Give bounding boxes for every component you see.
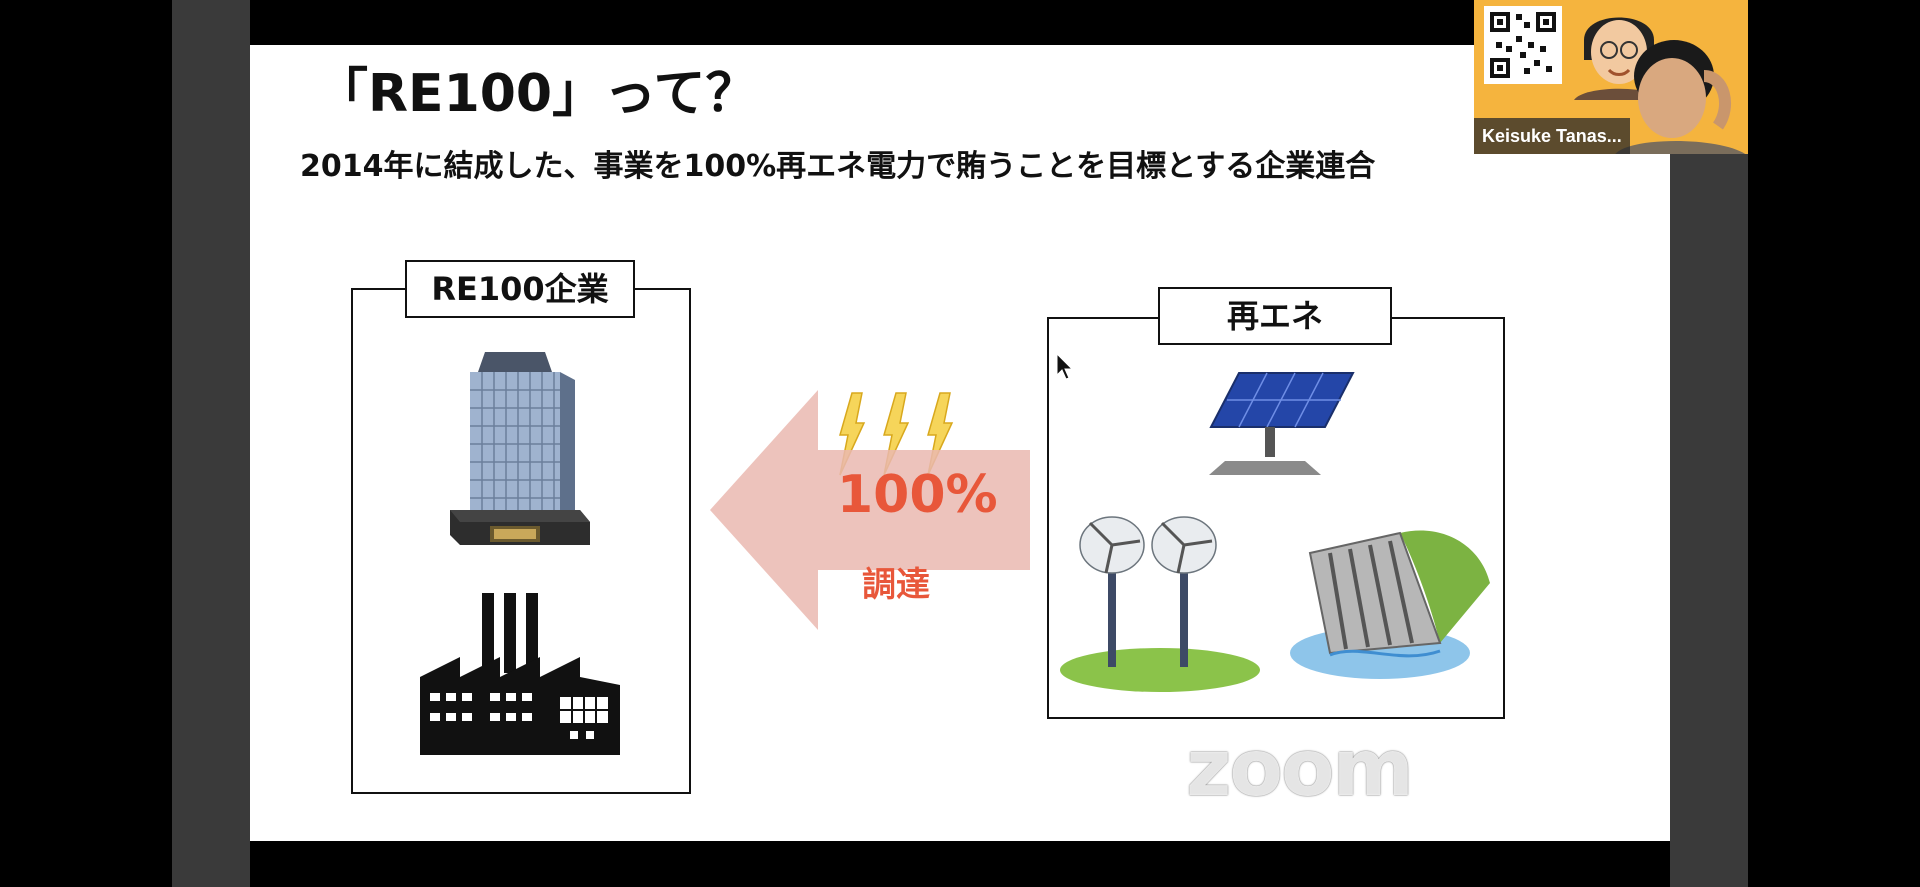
dam-icon [1290,530,1490,679]
participant-name: Keisuke Tanas... [1474,118,1630,154]
wind-turbine-icon [1060,516,1260,692]
office-building-icon [450,352,590,545]
renewable-energy-label: 再エネ [1158,287,1392,345]
zoom-watermark: zoom [1186,724,1414,814]
percent-label: 100% [837,465,998,525]
camera-person [1615,40,1745,154]
procurement-label: 調達 [862,565,930,605]
solar-panel-icon [1209,372,1355,475]
slide-title: 「RE100」って？ [316,64,758,124]
procurement-arrow [710,390,1050,634]
factory-icon [420,593,620,755]
slide-subtitle: 2014年に結成した、事業を100%再エネ電力で賄うことを目標とする企業連合 [300,149,1376,184]
left-letterbox [172,0,250,887]
re100-company-label: RE100企業 [405,260,635,318]
qr-code-icon [1484,6,1562,84]
mouse-cursor-icon [1056,353,1074,380]
participant-video-tile[interactable]: Keisuke Tanas... [1474,0,1748,154]
shared-slide: 「RE100」って？ 2014年に結成した、事業を100%再エネ電力で賄うことを… [250,45,1670,841]
